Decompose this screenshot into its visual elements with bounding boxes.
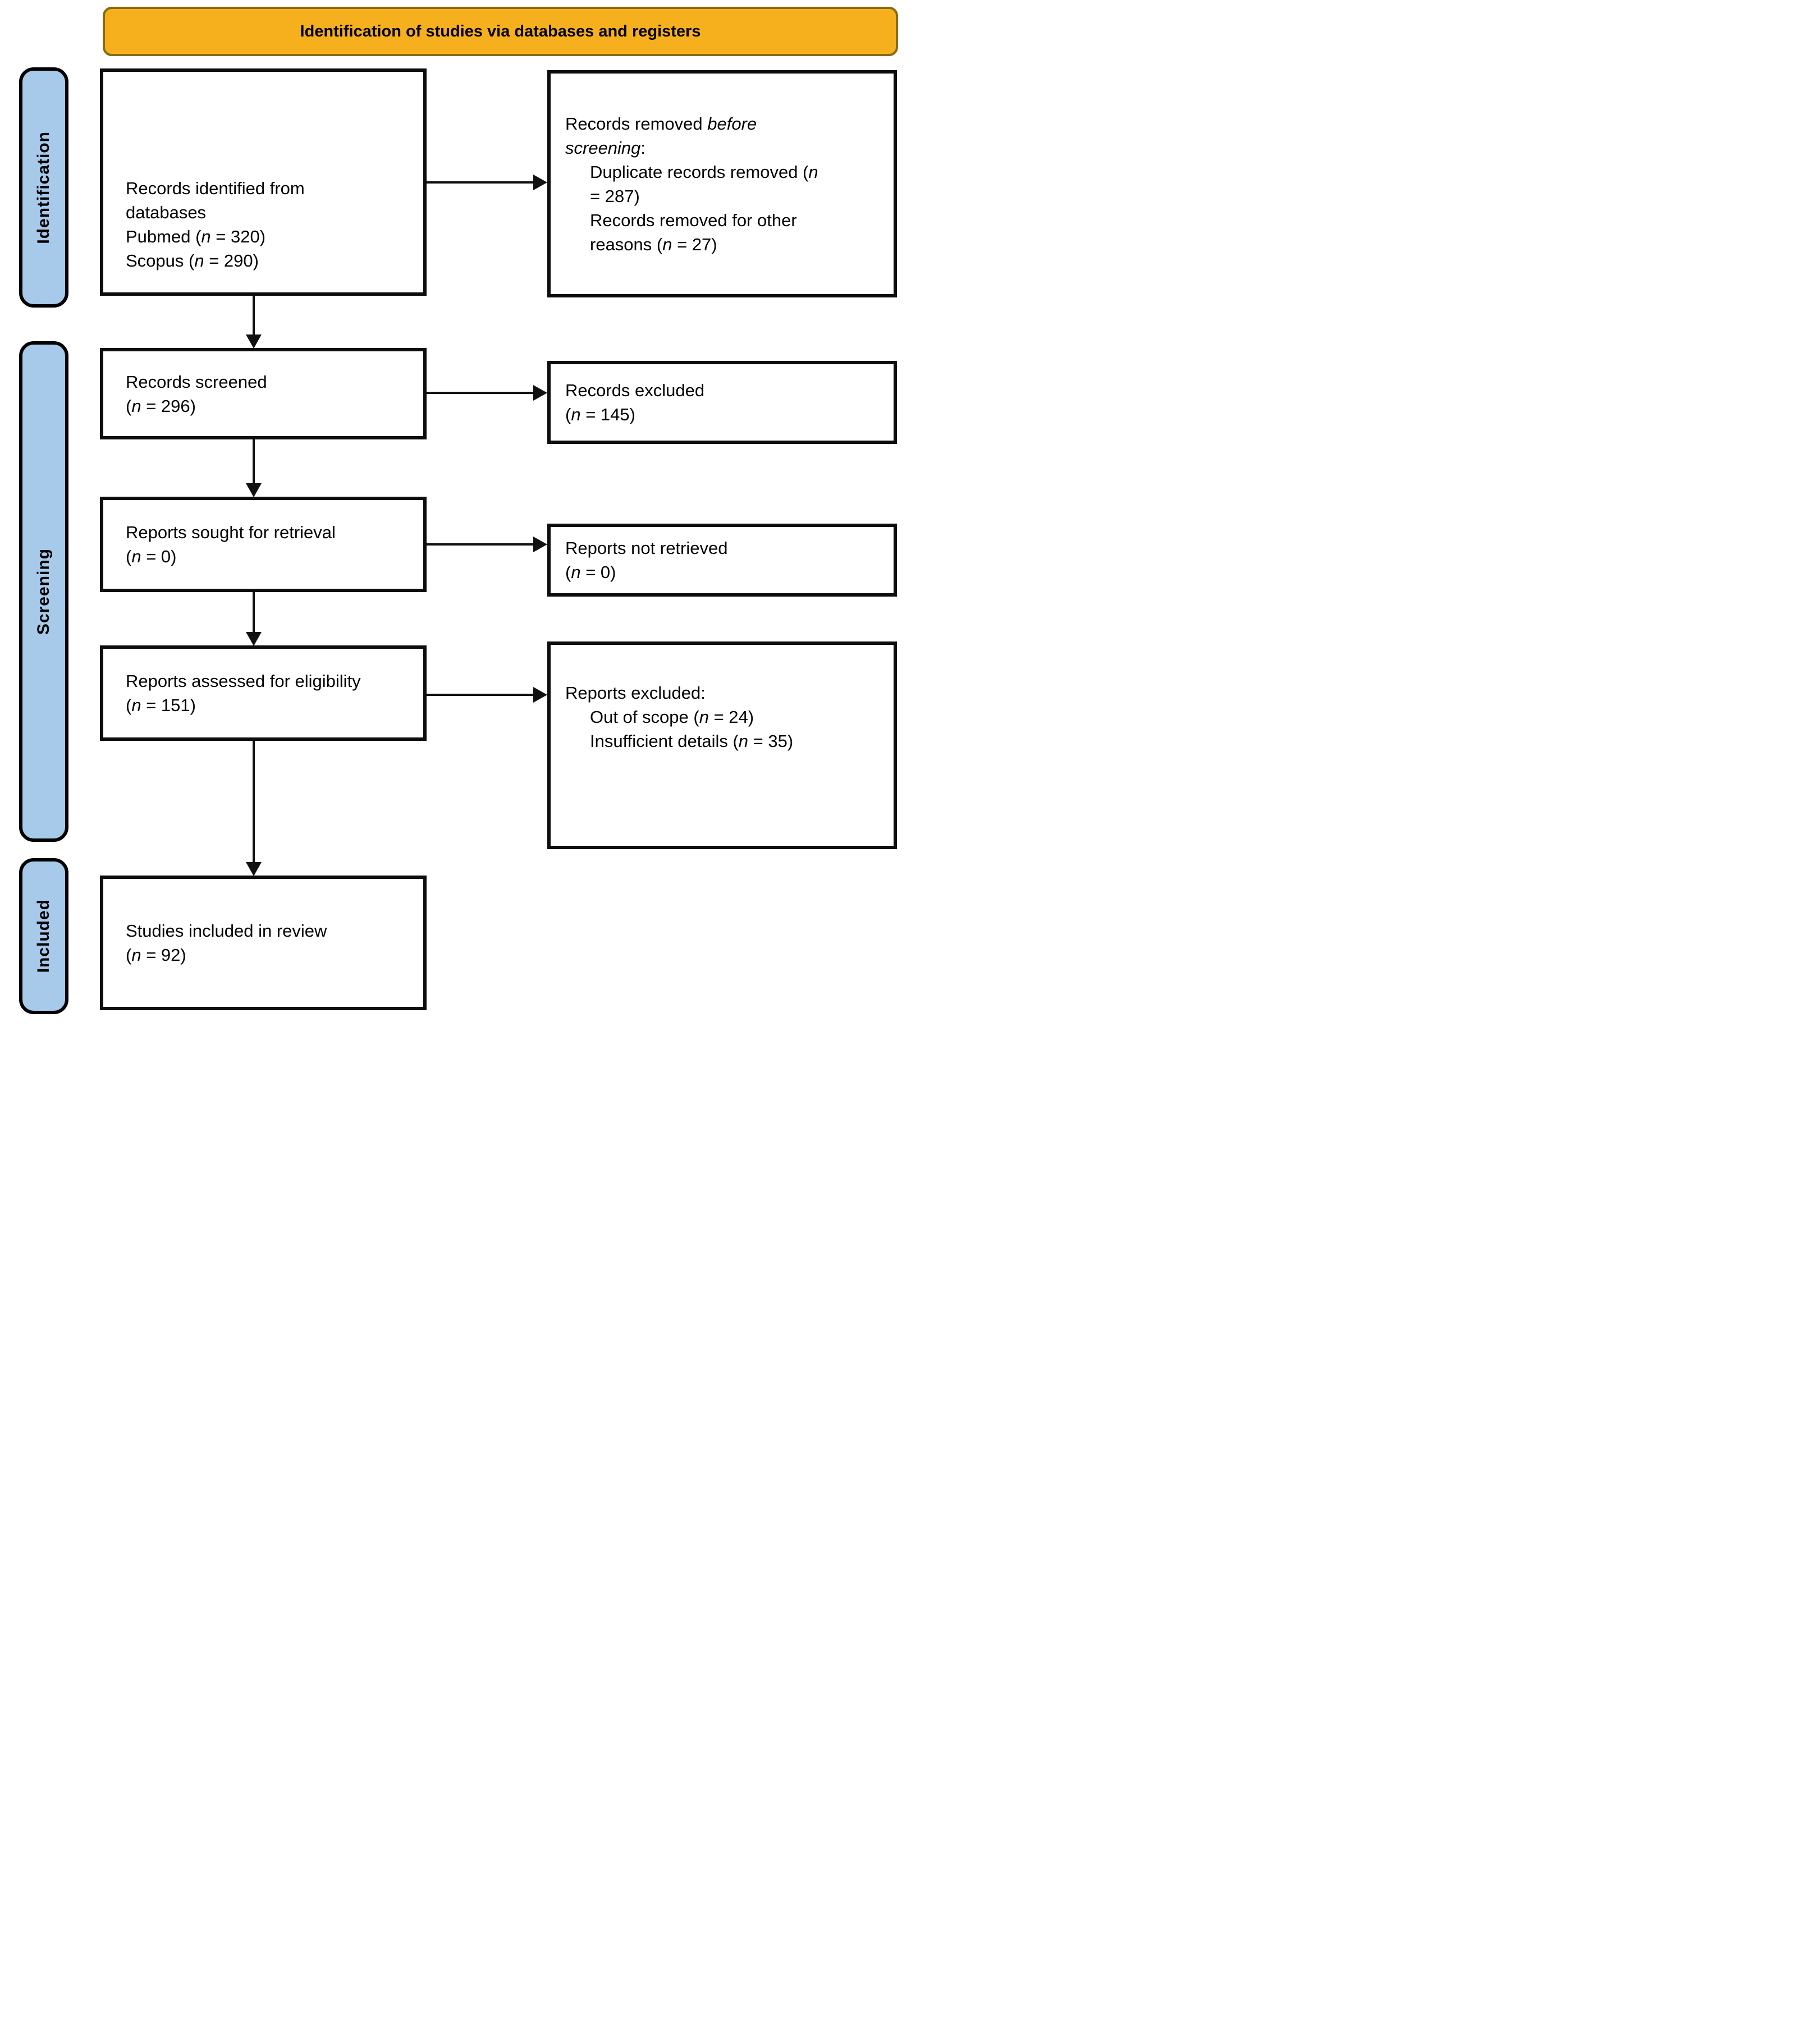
stage-identification-label: Identification xyxy=(34,131,53,244)
arrow-identified-to-screened-head xyxy=(246,334,262,349)
banner-title: Identification of studies via databases … xyxy=(300,22,701,40)
arrow-sought-to-notretrieved-head xyxy=(533,537,547,552)
arrow-screened-to-excluded-head xyxy=(533,385,547,401)
box-reports-sought: Reports sought for retrieval(n = 0) xyxy=(100,497,427,592)
arrow-assessed-to-included-head xyxy=(246,862,262,876)
prisma-flow-diagram: Identification of studies via databases … xyxy=(0,0,902,1022)
arrow-assessed-to-reportsexcluded-line xyxy=(427,694,534,696)
stage-included-label: Included xyxy=(34,899,53,973)
arrow-sought-to-notretrieved-line xyxy=(427,543,534,546)
arrow-sought-to-assessed-line xyxy=(253,592,255,633)
stage-screening: Screening xyxy=(19,341,68,842)
arrow-identified-to-removed-head xyxy=(533,175,547,190)
stage-screening-label: Screening xyxy=(34,548,53,635)
arrow-identified-to-screened-line xyxy=(253,296,255,335)
box-reports-not-retrieved: Reports not retrieved(n = 0) xyxy=(547,524,897,597)
arrow-identified-to-removed-line xyxy=(427,181,534,184)
box-records-excluded: Records excluded(n = 145) xyxy=(547,361,897,444)
stage-identification: Identification xyxy=(19,67,68,308)
arrow-screened-to-excluded-line xyxy=(427,392,534,394)
stage-included: Included xyxy=(19,858,68,1014)
box-records-screened: Records screened(n = 296) xyxy=(100,348,427,439)
arrow-sought-to-assessed-head xyxy=(246,632,262,646)
box-reports-assessed: Reports assessed for eligibility(n = 151… xyxy=(100,645,427,741)
arrow-screened-to-sought-line xyxy=(253,439,255,484)
banner: Identification of studies via databases … xyxy=(103,7,898,56)
arrow-assessed-to-reportsexcluded-head xyxy=(533,687,547,703)
arrow-screened-to-sought-head xyxy=(246,483,262,497)
box-studies-included: Studies included in review(n = 92) xyxy=(100,876,427,1010)
arrow-assessed-to-included-line xyxy=(253,741,255,863)
box-reports-excluded: Reports excluded:Out of scope (n = 24)In… xyxy=(547,641,897,849)
